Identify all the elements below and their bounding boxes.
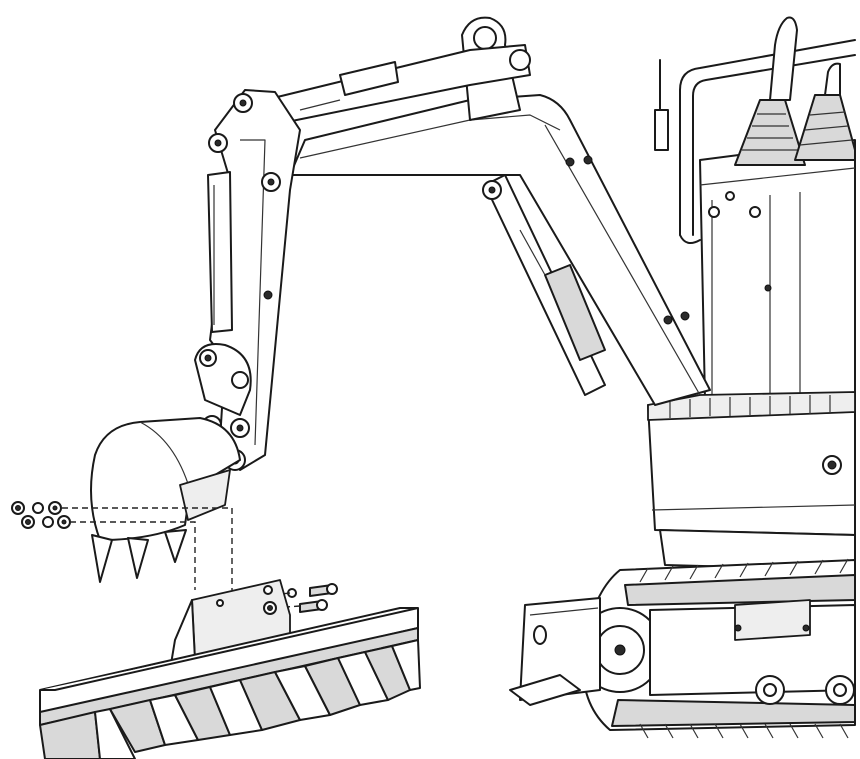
boom-arm [264, 16, 711, 406]
dozer-blade [509, 597, 601, 706]
dipper-stick [194, 89, 301, 471]
mounting-hardware [11, 501, 338, 613]
upper-structure [647, 391, 856, 571]
rake-attachment [39, 579, 421, 759]
digging-bucket [90, 417, 241, 583]
crawler-track [577, 558, 856, 739]
